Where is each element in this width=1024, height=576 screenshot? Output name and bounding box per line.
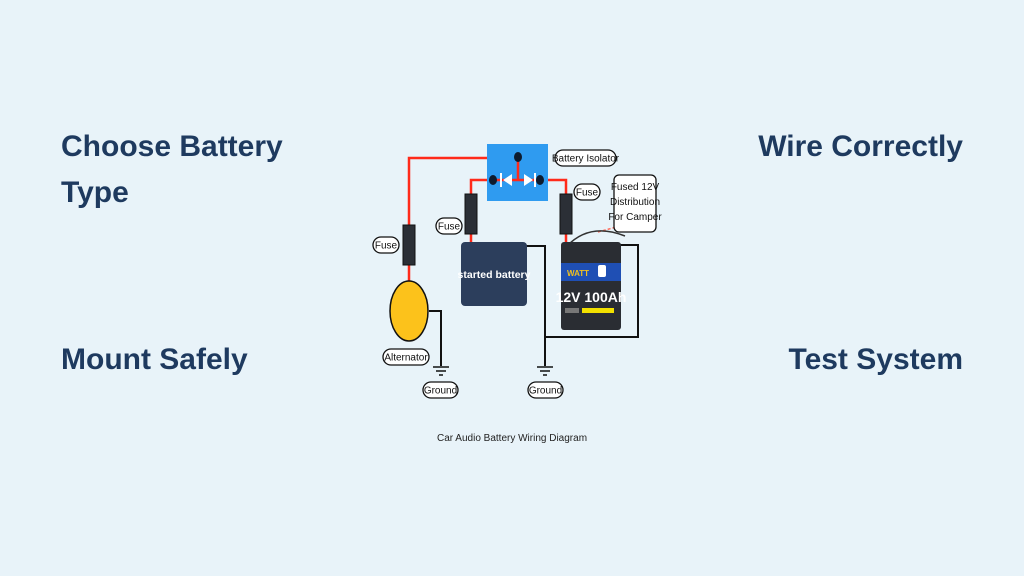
- label-text: Fuse: [438, 222, 461, 233]
- label-text: Distribution: [610, 197, 660, 208]
- isolator-node-left: [489, 175, 497, 185]
- ground-wires: [429, 244, 639, 366]
- label-text: Fused 12V: [611, 182, 660, 193]
- fuse-left: [402, 224, 416, 266]
- label-text: Fuse: [576, 188, 599, 199]
- aux-battery-rating: 12V 100Ah: [556, 289, 627, 305]
- isolator-node-right: [536, 175, 544, 185]
- diode-left-icon: [503, 174, 512, 186]
- wire-alternator-ground: [429, 310, 442, 366]
- started-battery-label: started battery: [458, 269, 531, 281]
- diode-right-bar-icon: [534, 173, 536, 187]
- isolator-node-top: [514, 152, 522, 162]
- wire-started-battery-ground: [526, 245, 546, 366]
- label-fused-distribution: Fused 12V Distribution For Camper: [608, 174, 662, 233]
- heading-wire-correctly: Wire Correctly: [758, 130, 963, 163]
- label-text: Battery Isolator: [552, 154, 620, 165]
- heading-mount-safely: Mount Safely: [61, 343, 248, 376]
- aux-battery-12v-100ah: WATT 12V 100Ah: [556, 230, 627, 330]
- heading-choose-battery-type: Choose Battery Type: [61, 130, 283, 209]
- label-text: Ground: [529, 386, 562, 397]
- alternator: [389, 280, 429, 342]
- label-text: Ground: [424, 386, 457, 397]
- label-text: For Camper: [608, 212, 662, 223]
- diagram-caption: Car Audio Battery Wiring Diagram: [437, 433, 587, 444]
- diode-right-icon: [524, 174, 533, 186]
- label-fuse-left: Fuse: [372, 236, 400, 254]
- fuse-right: [559, 193, 573, 235]
- label-ground-left: Ground: [422, 381, 459, 399]
- wire-aux-battery-ground: [545, 244, 639, 338]
- label-alternator: Alternator: [382, 348, 430, 366]
- label-text: Fuse: [375, 241, 398, 252]
- label-battery-isolator: Battery Isolator: [552, 149, 620, 167]
- label-ground-right: Ground: [527, 381, 564, 399]
- ground-symbol-left-icon: [433, 366, 449, 376]
- aux-battery-brand: WATT: [567, 269, 589, 278]
- label-fuse-middle: Fuse: [435, 217, 463, 235]
- started-battery: started battery: [458, 242, 531, 306]
- battery-isolator: [487, 144, 548, 201]
- fuse-middle: [464, 193, 478, 235]
- heading-test-system: Test System: [788, 343, 963, 376]
- label-fuse-right: Fuse: [573, 183, 601, 201]
- battery-mascot-icon: [598, 265, 606, 277]
- diode-left-bar-icon: [500, 173, 502, 187]
- label-text: Alternator: [384, 353, 428, 364]
- ground-symbol-right-icon: [537, 366, 553, 376]
